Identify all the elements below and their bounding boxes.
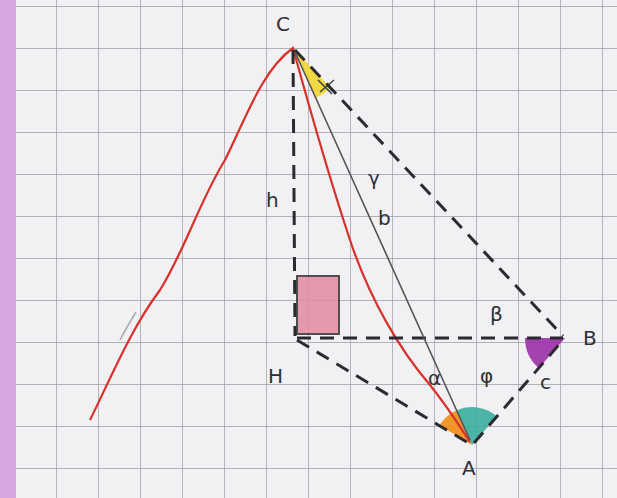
dashed-lines — [293, 50, 563, 444]
grid-paper — [16, 0, 617, 498]
angle-label: γ — [368, 168, 380, 188]
segment-label: b — [378, 208, 391, 228]
point-label: C — [276, 14, 290, 34]
point-label: B — [583, 328, 597, 348]
line-b — [295, 52, 470, 440]
point-label: H — [268, 366, 283, 386]
segment-label: h — [266, 190, 279, 210]
point-label: A — [462, 458, 476, 478]
segment-label: c — [540, 372, 551, 392]
angle-label: β — [490, 304, 503, 324]
angle-label: φ — [480, 366, 493, 386]
mountain-outline — [90, 48, 470, 442]
right-angle — [297, 276, 339, 334]
angle-label: α — [428, 368, 441, 388]
angle-beta — [525, 338, 565, 368]
